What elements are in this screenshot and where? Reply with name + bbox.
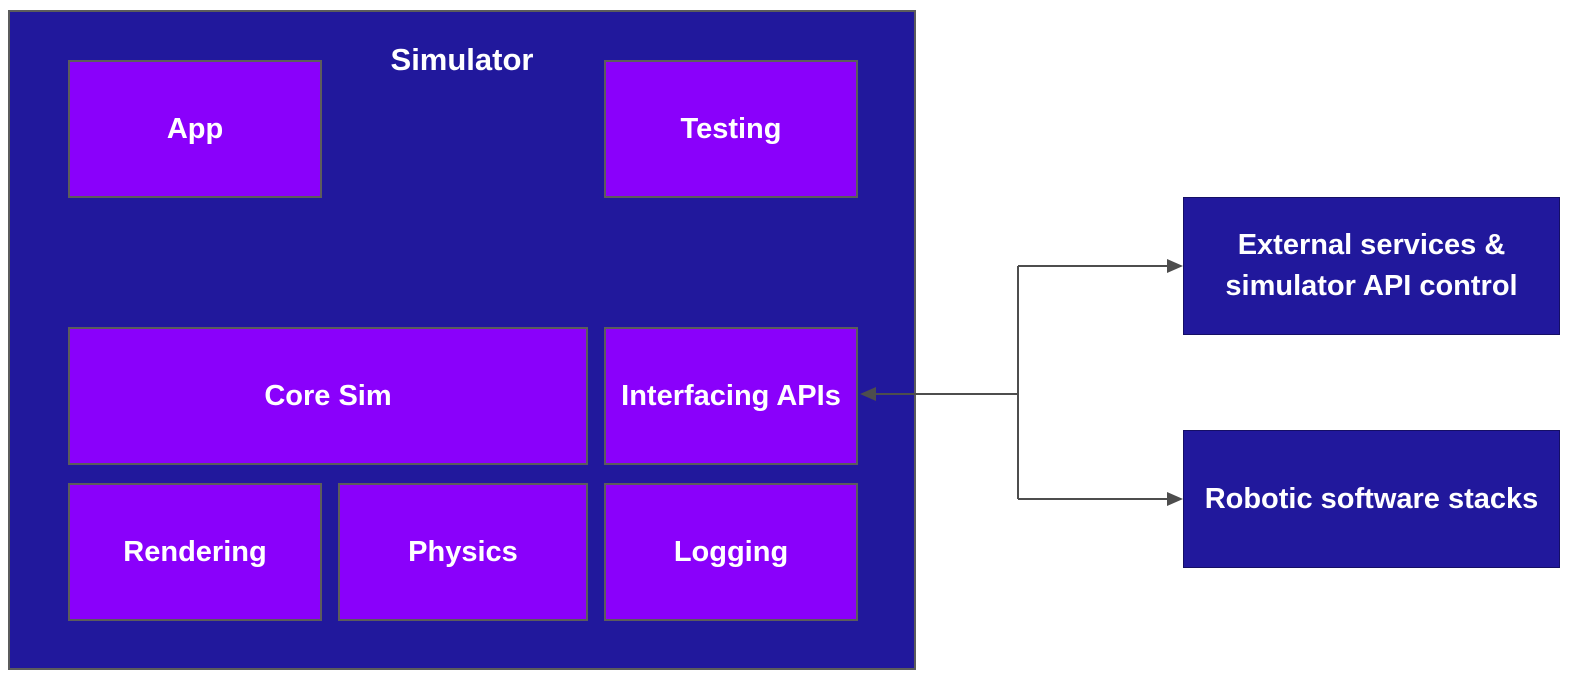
module-rendering: Rendering xyxy=(68,483,322,621)
module-rendering-label: Rendering xyxy=(123,535,267,568)
module-interfacing-apis: Interfacing APIs xyxy=(604,327,858,465)
module-logging-label: Logging xyxy=(673,535,789,568)
module-app-label: App xyxy=(166,112,224,145)
arrowhead-into-robotic-stacks-icon xyxy=(1167,492,1183,506)
module-physics: Physics xyxy=(338,483,588,621)
robotic-software-stacks-box: Robotic software stacks xyxy=(1183,430,1560,568)
robotic-software-stacks-label: Robotic software stacks xyxy=(1204,482,1539,515)
arrowhead-into-external-services-icon xyxy=(1167,259,1183,273)
external-services-box: External services & simulator API contro… xyxy=(1183,197,1560,335)
module-core-sim-label: Core Sim xyxy=(264,379,392,412)
module-app: App xyxy=(68,60,322,198)
simulator-container: Simulator App Testing Core Sim Interfaci… xyxy=(8,10,916,670)
simulator-title: Simulator xyxy=(390,42,534,77)
external-services-label: External services & simulator API contro… xyxy=(1225,229,1518,302)
module-core-sim: Core Sim xyxy=(68,327,588,465)
module-physics-label: Physics xyxy=(408,535,518,568)
module-testing: Testing xyxy=(604,60,858,198)
module-interfacing-apis-label: Interfacing APIs xyxy=(621,379,841,412)
module-testing-label: Testing xyxy=(680,112,782,145)
module-logging: Logging xyxy=(604,483,858,621)
